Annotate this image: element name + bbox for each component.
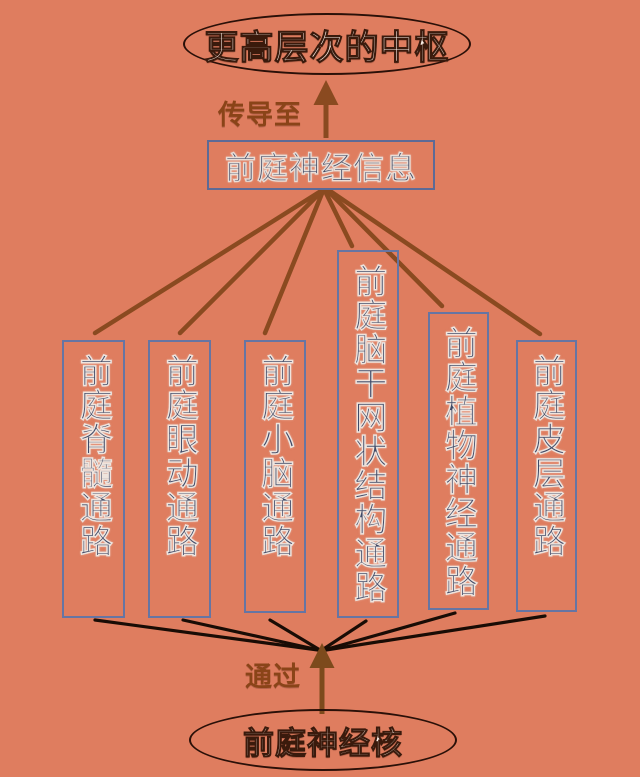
pathway-box-vestibulospinal[interactable]: 前庭脊髓通路 — [62, 340, 125, 618]
pathway-box-autonomic[interactable]: 前庭植物神经通路 — [428, 312, 489, 610]
pathway-label-vestibulo-cerebellar: 前庭小脑通路 — [256, 354, 294, 558]
pathway-label-autonomic: 前庭植物神经通路 — [440, 326, 478, 598]
caption-pass-through: 通过 — [245, 662, 301, 692]
caption-conduct-to: 传导至 — [218, 100, 302, 130]
node-vestibular-nucleus[interactable]: 前庭神经核 — [189, 709, 457, 771]
pathway-label-vestibulo-ocular: 前庭眼动通路 — [161, 354, 199, 558]
pathway-label-brainstem-reticular: 前庭脑干网状结构通路 — [349, 264, 387, 604]
pathway-label-vestibulospinal: 前庭脊髓通路 — [75, 354, 113, 558]
node-higher-center[interactable]: 更高层次的中枢 — [183, 13, 471, 75]
pathway-box-cortical[interactable]: 前庭皮层通路 — [516, 340, 577, 612]
node-higher-center-label: 更高层次的中枢 — [204, 28, 450, 67]
pathway-box-vestibulo-ocular[interactable]: 前庭眼动通路 — [148, 340, 211, 618]
pathway-box-brainstem-reticular[interactable]: 前庭脑干网状结构通路 — [337, 250, 399, 618]
pathway-label-cortical: 前庭皮层通路 — [528, 354, 566, 558]
node-vestibular-info[interactable]: 前庭神经信息 — [207, 140, 435, 190]
node-vestibular-info-label: 前庭神经信息 — [225, 150, 417, 186]
node-vestibular-nucleus-label: 前庭神经核 — [243, 725, 403, 761]
pathway-box-vestibulo-cerebellar[interactable]: 前庭小脑通路 — [244, 340, 306, 613]
edges-pathways-to-nucleus — [93, 611, 547, 652]
